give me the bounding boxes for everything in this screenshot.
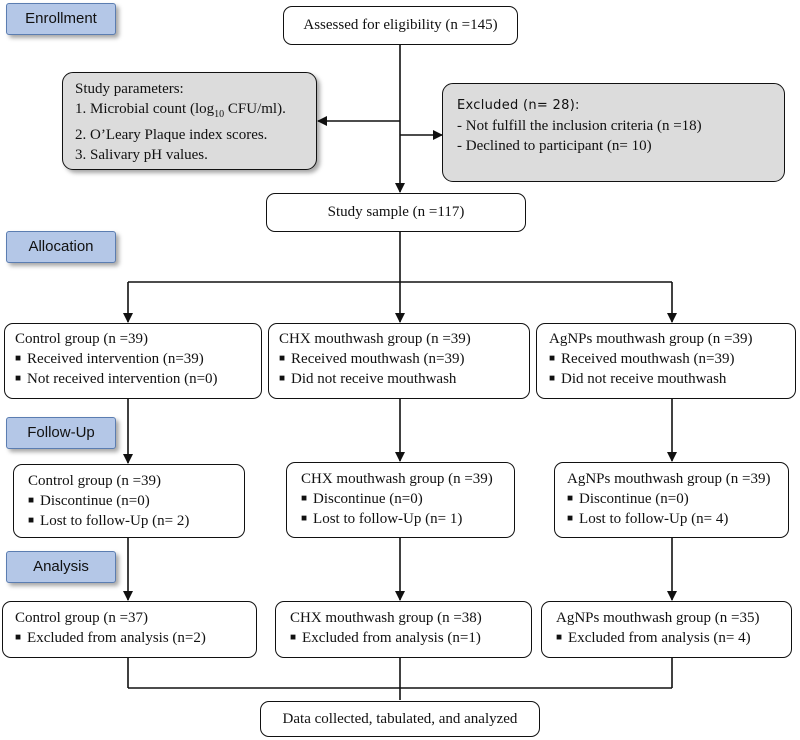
study-sample-box: Study sample (n =117) [266, 193, 526, 232]
control-followup-item: ■Lost to follow-Up (n= 2) [28, 513, 190, 529]
parameter-item-2: 2. O’Leary Plaque index scores. [75, 127, 268, 143]
chx-allocation-title: CHX mouthwash group (n =39) [279, 331, 471, 347]
stage-allocation: Allocation [6, 231, 116, 263]
control-followup-item: ■Discontinue (n=0) [28, 493, 150, 509]
control-allocation-item: ■Not received intervention (n=0) [15, 371, 218, 387]
parameter-item-3: 3. Salivary pH values. [75, 147, 208, 163]
agnps-allocation-box: AgNPs mouthwash group (n =39) ■Received … [536, 323, 796, 399]
chx-analysis-box: CHX mouthwash group (n =38) ■Excluded fr… [275, 601, 532, 658]
chx-allocation-box: CHX mouthwash group (n =39) ■Received mo… [268, 323, 530, 399]
stage-analysis: Analysis [6, 551, 116, 583]
final-text: Data collected, tabulated, and analyzed [282, 711, 518, 727]
agnps-analysis-item: ■Excluded from analysis (n= 4) [556, 630, 751, 646]
chx-allocation-item: ■Did not receive mouthwash [279, 371, 457, 387]
excluded-box: Excluded (n= 28): - Not fulfill the incl… [442, 83, 785, 182]
agnps-analysis-box: AgNPs mouthwash group (n =35) ■Excluded … [541, 601, 792, 658]
chx-followup-item: ■Lost to follow-Up (n= 1) [301, 511, 463, 527]
assessed-box: Assessed for eligibility (n =145) [283, 6, 518, 45]
excluded-item-1: - Not fulfill the inclusion criteria (n … [457, 118, 702, 134]
study-sample-text: Study sample (n =117) [327, 204, 465, 220]
final-box: Data collected, tabulated, and analyzed [260, 701, 540, 737]
control-allocation-title: Control group (n =39) [15, 331, 149, 347]
stage-follow-up: Follow-Up [6, 417, 116, 449]
excluded-title: Excluded (n= 28): [457, 98, 580, 113]
control-followup-box: Control group (n =39) ■Discontinue (n=0)… [13, 464, 245, 538]
parameters-title: Study parameters: [75, 81, 184, 97]
agnps-followup-title: AgNPs mouthwash group (n =39) [567, 471, 771, 487]
chx-analysis-title: CHX mouthwash group (n =38) [290, 610, 482, 626]
chx-followup-item: ■Discontinue (n=0) [301, 491, 423, 507]
chx-followup-box: CHX mouthwash group (n =39) ■Discontinue… [286, 462, 515, 538]
agnps-followup-box: AgNPs mouthwash group (n =39) ■Discontin… [554, 462, 789, 538]
study-parameters-box: Study parameters: 1. Microbial count (lo… [62, 72, 317, 170]
chx-followup-title: CHX mouthwash group (n =39) [301, 471, 493, 487]
chx-allocation-item: ■Received mouthwash (n=39) [279, 351, 465, 367]
agnps-allocation-title: AgNPs mouthwash group (n =39) [549, 331, 753, 347]
control-analysis-box: Control group (n =37) ■Excluded from ana… [2, 601, 257, 658]
agnps-followup-item: ■Lost to follow-Up (n= 4) [567, 511, 729, 527]
excluded-item-2: - Declined to participant (n= 10) [457, 138, 652, 154]
assessed-text: Assessed for eligibility (n =145) [303, 17, 498, 33]
parameter-item-1: 1. Microbial count (log10 CFU/ml). [75, 101, 286, 120]
agnps-analysis-title: AgNPs mouthwash group (n =35) [556, 610, 760, 626]
agnps-followup-item: ■Discontinue (n=0) [567, 491, 689, 507]
stage-enrollment: Enrollment [6, 3, 116, 35]
control-followup-title: Control group (n =39) [28, 473, 162, 489]
agnps-allocation-item: ■Received mouthwash (n=39) [549, 351, 735, 367]
control-allocation-item: ■Received intervention (n=39) [15, 351, 204, 367]
control-analysis-item: ■Excluded from analysis (n=2) [15, 630, 206, 646]
agnps-allocation-item: ■Did not receive mouthwash [549, 371, 727, 387]
chx-analysis-item: ■Excluded from analysis (n=1) [290, 630, 481, 646]
control-analysis-title: Control group (n =37) [15, 610, 149, 626]
control-allocation-box: Control group (n =39) ■Received interven… [4, 323, 262, 399]
